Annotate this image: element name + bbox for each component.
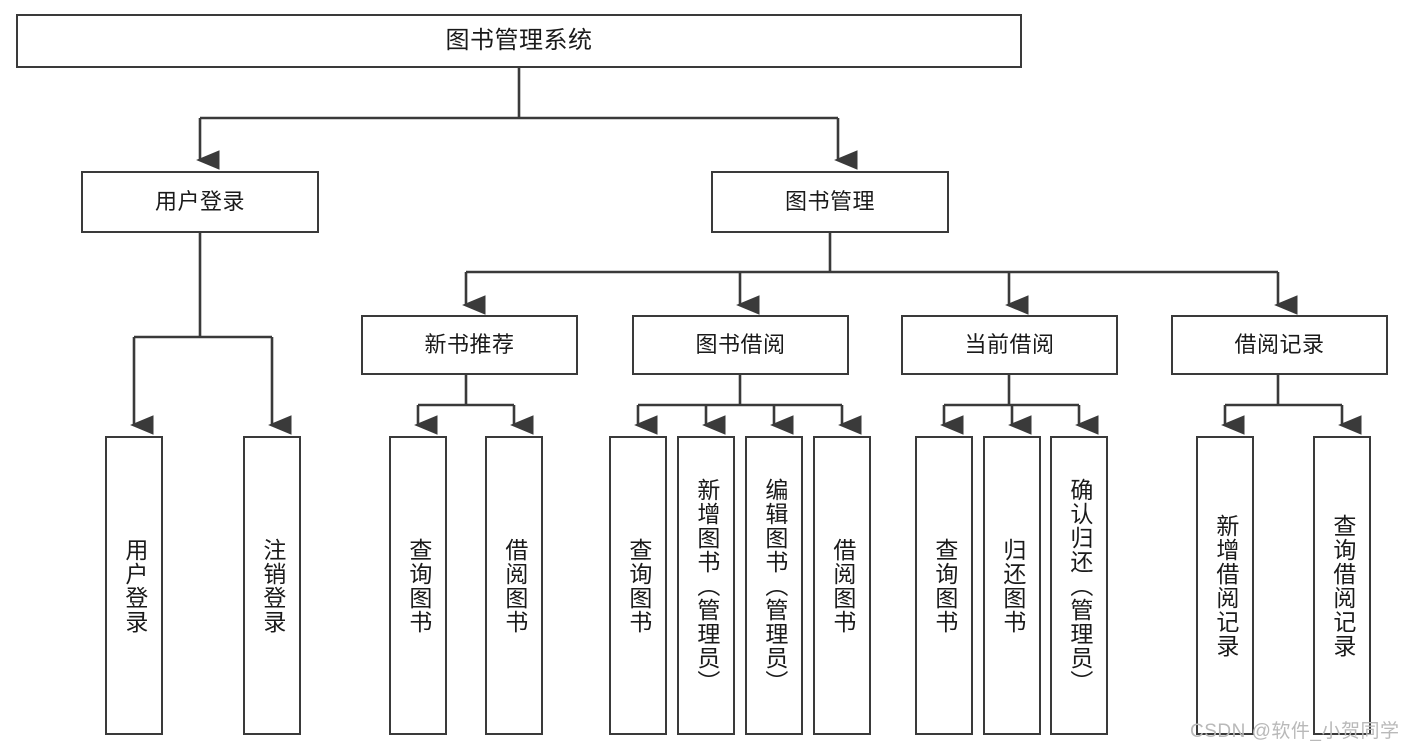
node-leaf-add-record[interactable]: 新增借阅记录	[1196, 436, 1254, 735]
edge-arrowheads-borrow-record	[1221, 415, 1362, 435]
edge-arrowheads-level2	[196, 150, 858, 170]
edge-user-login-to-leaves	[132, 233, 274, 416]
node-leaf-query-book-3-label: 查询图书	[931, 537, 958, 634]
node-book-manage[interactable]: 图书管理	[711, 171, 949, 233]
edge-arrowheads-level3	[462, 295, 1298, 315]
edge-new-book-recommend-to-leaves	[416, 375, 516, 416]
node-leaf-logout-label: 注销登录	[259, 537, 286, 634]
node-leaf-edit-book-label: 编辑图书（管理员）	[761, 477, 788, 694]
node-leaf-add-book-label: 新增图书（管理员）	[693, 477, 720, 694]
node-book-manage-label: 图书管理	[784, 189, 875, 215]
node-leaf-return-book[interactable]: 归还图书	[983, 436, 1041, 735]
node-leaf-query-book-2[interactable]: 查询图书	[609, 436, 667, 735]
node-leaf-query-book-1-label: 查询图书	[405, 537, 432, 634]
node-root-label: 图书管理系统	[445, 27, 593, 55]
node-new-book-recommend[interactable]: 新书推荐	[361, 315, 578, 375]
edge-arrowheads-user-login	[130, 415, 292, 435]
edge-borrow-record-to-leaves	[1223, 375, 1344, 416]
node-new-book-recommend-label: 新书推荐	[424, 332, 515, 358]
node-root[interactable]: 图书管理系统	[16, 14, 1022, 68]
node-leaf-borrow-book-1-label: 借阅图书	[501, 537, 528, 634]
node-leaf-add-record-label: 新增借阅记录	[1212, 513, 1239, 658]
node-leaf-borrow-book-2-label: 借阅图书	[829, 537, 856, 634]
node-current-borrow[interactable]: 当前借阅	[901, 315, 1118, 375]
node-borrow-record-label: 借阅记录	[1234, 332, 1325, 358]
node-book-borrow-label: 图书借阅	[695, 332, 786, 358]
node-leaf-query-book-2-label: 查询图书	[625, 537, 652, 634]
edge-current-borrow-to-leaves	[942, 375, 1081, 416]
node-current-borrow-label: 当前借阅	[964, 332, 1055, 358]
node-borrow-record[interactable]: 借阅记录	[1171, 315, 1388, 375]
node-user-login[interactable]: 用户登录	[81, 171, 319, 233]
node-book-borrow[interactable]: 图书借阅	[632, 315, 849, 375]
edge-arrowheads-book-borrow	[634, 415, 862, 435]
node-user-login-label: 用户登录	[154, 189, 245, 215]
edge-book-manage-to-level3	[464, 233, 1280, 296]
node-leaf-borrow-book-2[interactable]: 借阅图书	[813, 436, 871, 735]
edge-arrowheads-current-borrow	[940, 415, 1099, 435]
node-leaf-borrow-book-1[interactable]: 借阅图书	[485, 436, 543, 735]
node-leaf-edit-book[interactable]: 编辑图书（管理员）	[745, 436, 803, 735]
node-leaf-confirm-return[interactable]: 确认归还（管理员）	[1050, 436, 1108, 735]
edge-root-to-level2	[198, 68, 840, 152]
node-leaf-query-record[interactable]: 查询借阅记录	[1313, 436, 1371, 735]
node-leaf-user-login[interactable]: 用户登录	[105, 436, 163, 735]
edge-arrowheads-new-book-recommend	[414, 415, 534, 435]
node-leaf-add-book[interactable]: 新增图书（管理员）	[677, 436, 735, 735]
node-leaf-confirm-return-label: 确认归还（管理员）	[1066, 477, 1093, 694]
node-leaf-return-book-label: 归还图书	[999, 537, 1026, 634]
node-leaf-query-book-3[interactable]: 查询图书	[915, 436, 973, 735]
node-leaf-logout[interactable]: 注销登录	[243, 436, 301, 735]
csdn-watermark: CSDN @软件_小贺同学	[1190, 721, 1400, 742]
node-leaf-user-login-label: 用户登录	[121, 537, 148, 634]
node-leaf-query-book-1[interactable]: 查询图书	[389, 436, 447, 735]
edge-book-borrow-to-leaves	[636, 375, 844, 416]
node-leaf-query-record-label: 查询借阅记录	[1329, 513, 1356, 658]
